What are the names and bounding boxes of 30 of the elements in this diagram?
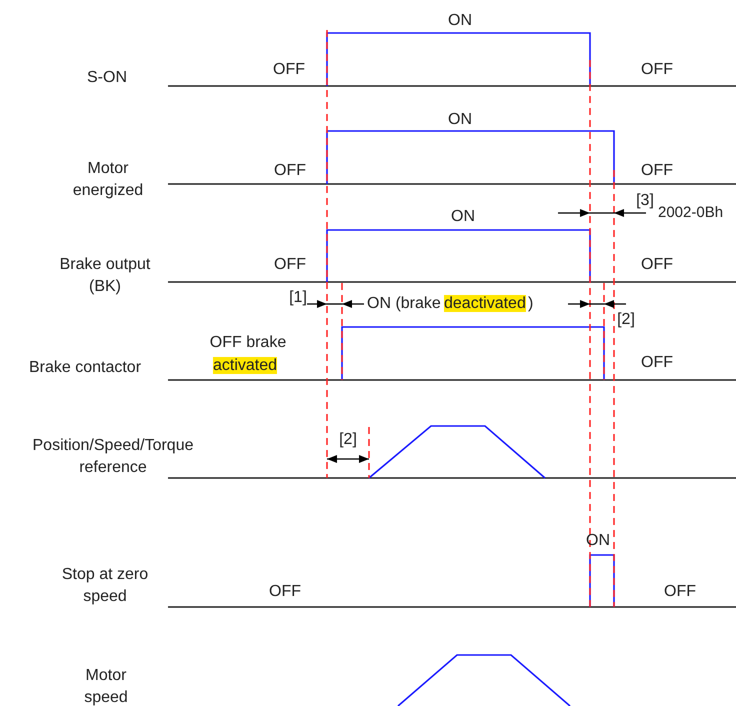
highlighted-text: deactivated [444, 295, 526, 312]
state-label: ) [528, 294, 534, 314]
state-label: OFF [664, 582, 696, 602]
state-label: ON [448, 110, 472, 130]
signal-label: Stop at zero speed [60, 565, 150, 607]
state-label: OFF [641, 255, 673, 275]
note-label: [3] [636, 191, 654, 211]
state-label: OFF [641, 161, 673, 181]
note-label: [1] [289, 288, 307, 308]
note-label: [2] [617, 310, 635, 330]
state-label: OFF [274, 255, 306, 275]
state-label: ON (brake [367, 294, 441, 314]
signal-label: Brake contactor [28, 358, 142, 378]
highlighted-text: activated [212, 357, 278, 374]
state-label: OFF brake [210, 333, 286, 353]
signal-label: Brake output (BK) [58, 255, 152, 297]
state-label: ON [586, 531, 610, 551]
signal-label: Position/Speed/Torque reference [32, 436, 194, 478]
state-label: OFF [273, 60, 305, 80]
note-label: [2] [339, 430, 357, 450]
signal-label: S-ON [87, 68, 127, 88]
state-label: OFF [269, 582, 301, 602]
signal-label: Motor speed [83, 666, 129, 706]
state-label: OFF [641, 60, 673, 80]
state-label: OFF [641, 353, 673, 373]
state-label: OFF [274, 161, 306, 181]
signal-label: Motor energized [72, 159, 144, 201]
parameter-label: 2002-0Bh [658, 203, 724, 223]
state-label: ON [451, 207, 475, 227]
state-label: ON [448, 11, 472, 31]
